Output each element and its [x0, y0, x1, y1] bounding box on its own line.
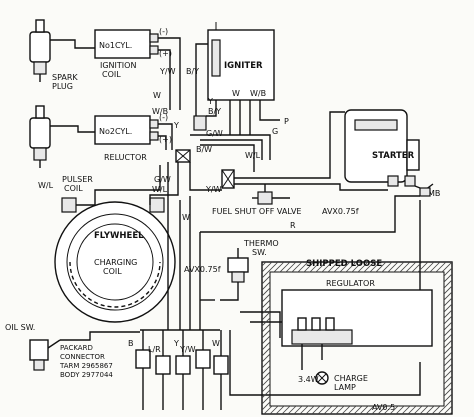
starter-terminal — [419, 187, 431, 197]
minus-label: (-) — [159, 27, 168, 36]
mb-label: MB — [428, 189, 440, 198]
charge-lamp — [315, 371, 329, 385]
wire-label-y-bot: Y — [173, 339, 179, 348]
hatch-line — [262, 262, 291, 414]
hatch-line — [419, 262, 452, 414]
flywheel-label: FLYWHEEL — [94, 231, 144, 241]
igniter-box — [207, 22, 275, 101]
wire-label-y-w-mid: Y/W — [205, 185, 222, 194]
wire-label-w-b: W/B — [152, 107, 168, 116]
charge-lamp-label: 3.4W CHARGE LAMP — [298, 374, 370, 392]
wire-label-y-2: Y — [173, 121, 179, 130]
spark-plug-1 — [29, 19, 51, 82]
charging-coil-label: CHARGING COIL — [94, 258, 140, 276]
packard-label: PACKARD CONNECTOR TARM 2965867 BODY 2977… — [59, 344, 115, 379]
connector-blocks — [175, 115, 235, 189]
starter-label: STARTER — [372, 151, 415, 161]
flywheel-assembly — [54, 197, 176, 323]
hatch-line — [425, 262, 452, 414]
wire-label-g: G — [272, 127, 278, 136]
no2cyl-label: No2CYL. — [99, 127, 132, 136]
wire-label-r: R — [290, 221, 296, 230]
hatch-line — [456, 262, 474, 414]
plug1-lead — [50, 39, 95, 49]
thermo-sw-label: THERMO SW. — [243, 239, 281, 257]
wire-label-avx-075f: AVX0.75f — [322, 207, 359, 216]
wire-label-w-igniter: W — [232, 89, 240, 98]
wire-label-b-w: B/W — [196, 145, 212, 154]
wire-label-av-05: AV0.5 — [372, 403, 395, 412]
reluctor-label: RELUCTOR — [104, 153, 147, 162]
wire-label-w-l-mid: W/L — [152, 185, 168, 194]
pulser-coil-label: PULSER COIL — [62, 175, 95, 193]
shipped-loose-label: SHIPPED LOOSE — [306, 259, 382, 269]
thermo-switch — [227, 248, 249, 283]
hatch-line — [449, 262, 452, 414]
regulator-label: REGULATOR — [326, 279, 375, 288]
wire-label-l-r: L/R — [148, 345, 161, 354]
wire-label-b-y: B/Y — [186, 67, 199, 76]
ignition-coil-2 — [94, 115, 159, 145]
wire-label-w-mid: W — [182, 213, 190, 222]
plus-label: (+) — [159, 49, 172, 58]
wire-label-y-w-bot: Y/W — [179, 345, 196, 354]
minus-label-2: (-) — [159, 113, 168, 122]
fuel-valve-label: FUEL SHUT OFF VALVE — [212, 207, 301, 216]
wire-label-w-l: W/L — [245, 151, 261, 160]
spark-plug-label: SPARK PLUG — [52, 73, 80, 91]
wire-label-b-y-2: B/Y — [208, 107, 221, 116]
wire-label-y-w-top: Y/W — [159, 67, 176, 76]
oil-switch — [29, 339, 61, 371]
plug2-lead — [50, 125, 95, 133]
hatch-line — [262, 262, 303, 414]
oil-sw-label: OIL SW. — [5, 323, 35, 332]
fuel-shut-off-valve — [252, 184, 290, 205]
igniter-label: IGNITER — [224, 61, 263, 71]
hatch-line — [437, 262, 452, 414]
wire-label-w-l-left: W/L — [38, 181, 54, 190]
wire-label-g-w-top: G/W — [206, 129, 223, 138]
starter-motor — [344, 109, 420, 187]
ignition-coil-label: IGNITION COIL — [100, 61, 139, 79]
wire-label-w-top: W — [153, 91, 161, 100]
wire-label-y: Y — [207, 97, 213, 106]
wire-label-w-b-igniter: W/B — [250, 89, 266, 98]
lower-connectors — [135, 330, 229, 410]
ignition-coil-1 — [94, 29, 159, 59]
wire-label-g-w-mid: G/W — [154, 175, 171, 184]
wire-label-avx-075f-2: AVX0.75f — [184, 265, 221, 274]
wire-label-w-bot: W — [212, 339, 220, 348]
spark-plug-2 — [29, 105, 51, 168]
wire-label-p: P — [284, 117, 289, 126]
hatch-line — [431, 262, 452, 414]
wire-label-b-bot: B — [128, 339, 134, 348]
no1cyl-label: No1CYL. — [99, 41, 132, 50]
